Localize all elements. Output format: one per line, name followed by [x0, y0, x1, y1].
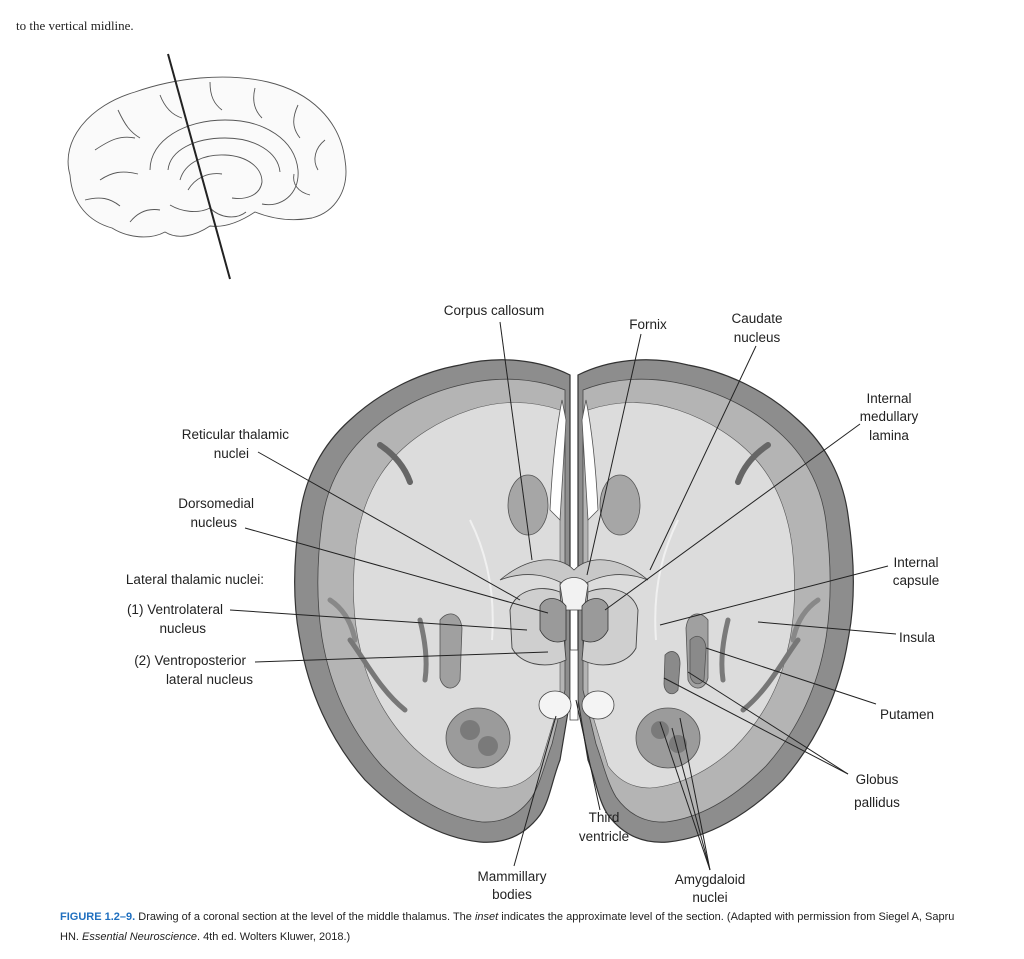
label-internal-capsule-line2: capsule [893, 573, 940, 588]
label-insula: Insula [899, 630, 936, 645]
label-internal-capsule-line1: Internal [893, 555, 938, 570]
label-third-ventricle-line2: ventricle [579, 829, 629, 844]
caption-text-3: . 4th ed. Wolters Kluwer, 2018.) [196, 931, 351, 943]
label-fornix: Fornix [629, 317, 667, 332]
label-internal-medullary-line2: medullary [860, 409, 919, 424]
caption-text-1: Drawing of a coronal section at the leve… [135, 911, 475, 923]
intro-text: to the vertical midline. [16, 18, 134, 33]
figure-id: FIGURE 1.2–9. [60, 911, 136, 923]
inset-medial-brain [67, 76, 347, 238]
label-dorsomedial-line1: Dorsomedial [178, 496, 254, 511]
coronal-section [294, 359, 854, 843]
label-reticular-line1: Reticular thalamic [182, 427, 290, 442]
label-ventrolateral-line2: nucleus [159, 621, 206, 636]
label-amygdaloid-line2: nuclei [692, 890, 727, 905]
label-amygdaloid-line1: Amygdaloid [675, 872, 746, 887]
label-dorsomedial-line2: nucleus [190, 515, 237, 530]
label-reticular-line2: nuclei [214, 446, 249, 461]
label-putamen: Putamen [880, 707, 934, 722]
label-globus-line1: Globus [856, 772, 899, 787]
label-internal-medullary-line1: Internal [866, 391, 911, 406]
label-internal-medullary-line3: lamina [869, 428, 909, 443]
caption-inset-word: inset [474, 911, 499, 923]
label-ventroposterior-line2: lateral nucleus [166, 672, 253, 687]
caption-book-title: Essential Neuroscience [82, 931, 197, 943]
label-mammillary-line1: Mammillary [478, 869, 547, 884]
section-level-line [167, 53, 231, 280]
label-mammillary-line2: bodies [492, 887, 532, 902]
label-ventroposterior-line1: (2) Ventroposterior [134, 653, 246, 668]
label-caudate-line2: nucleus [734, 330, 781, 345]
figure-caption: FIGURE 1.2–9. Drawing of a coronal secti… [60, 907, 960, 947]
caption-text-2: indicates the approximate level of the s… [60, 911, 955, 943]
label-lateral-thalamic: Lateral thalamic nuclei: [126, 572, 264, 587]
label-globus-line2: pallidus [854, 795, 900, 810]
labels: Corpus callosum Fornix Caudate nucleus I… [126, 303, 939, 905]
label-third-ventricle-line1: Third [589, 810, 620, 825]
label-caudate-line1: Caudate [731, 311, 782, 326]
label-corpus-callosum: Corpus callosum [444, 303, 545, 318]
label-ventrolateral-line1: (1) Ventrolateral [127, 602, 223, 617]
leader-lines [229, 321, 897, 871]
